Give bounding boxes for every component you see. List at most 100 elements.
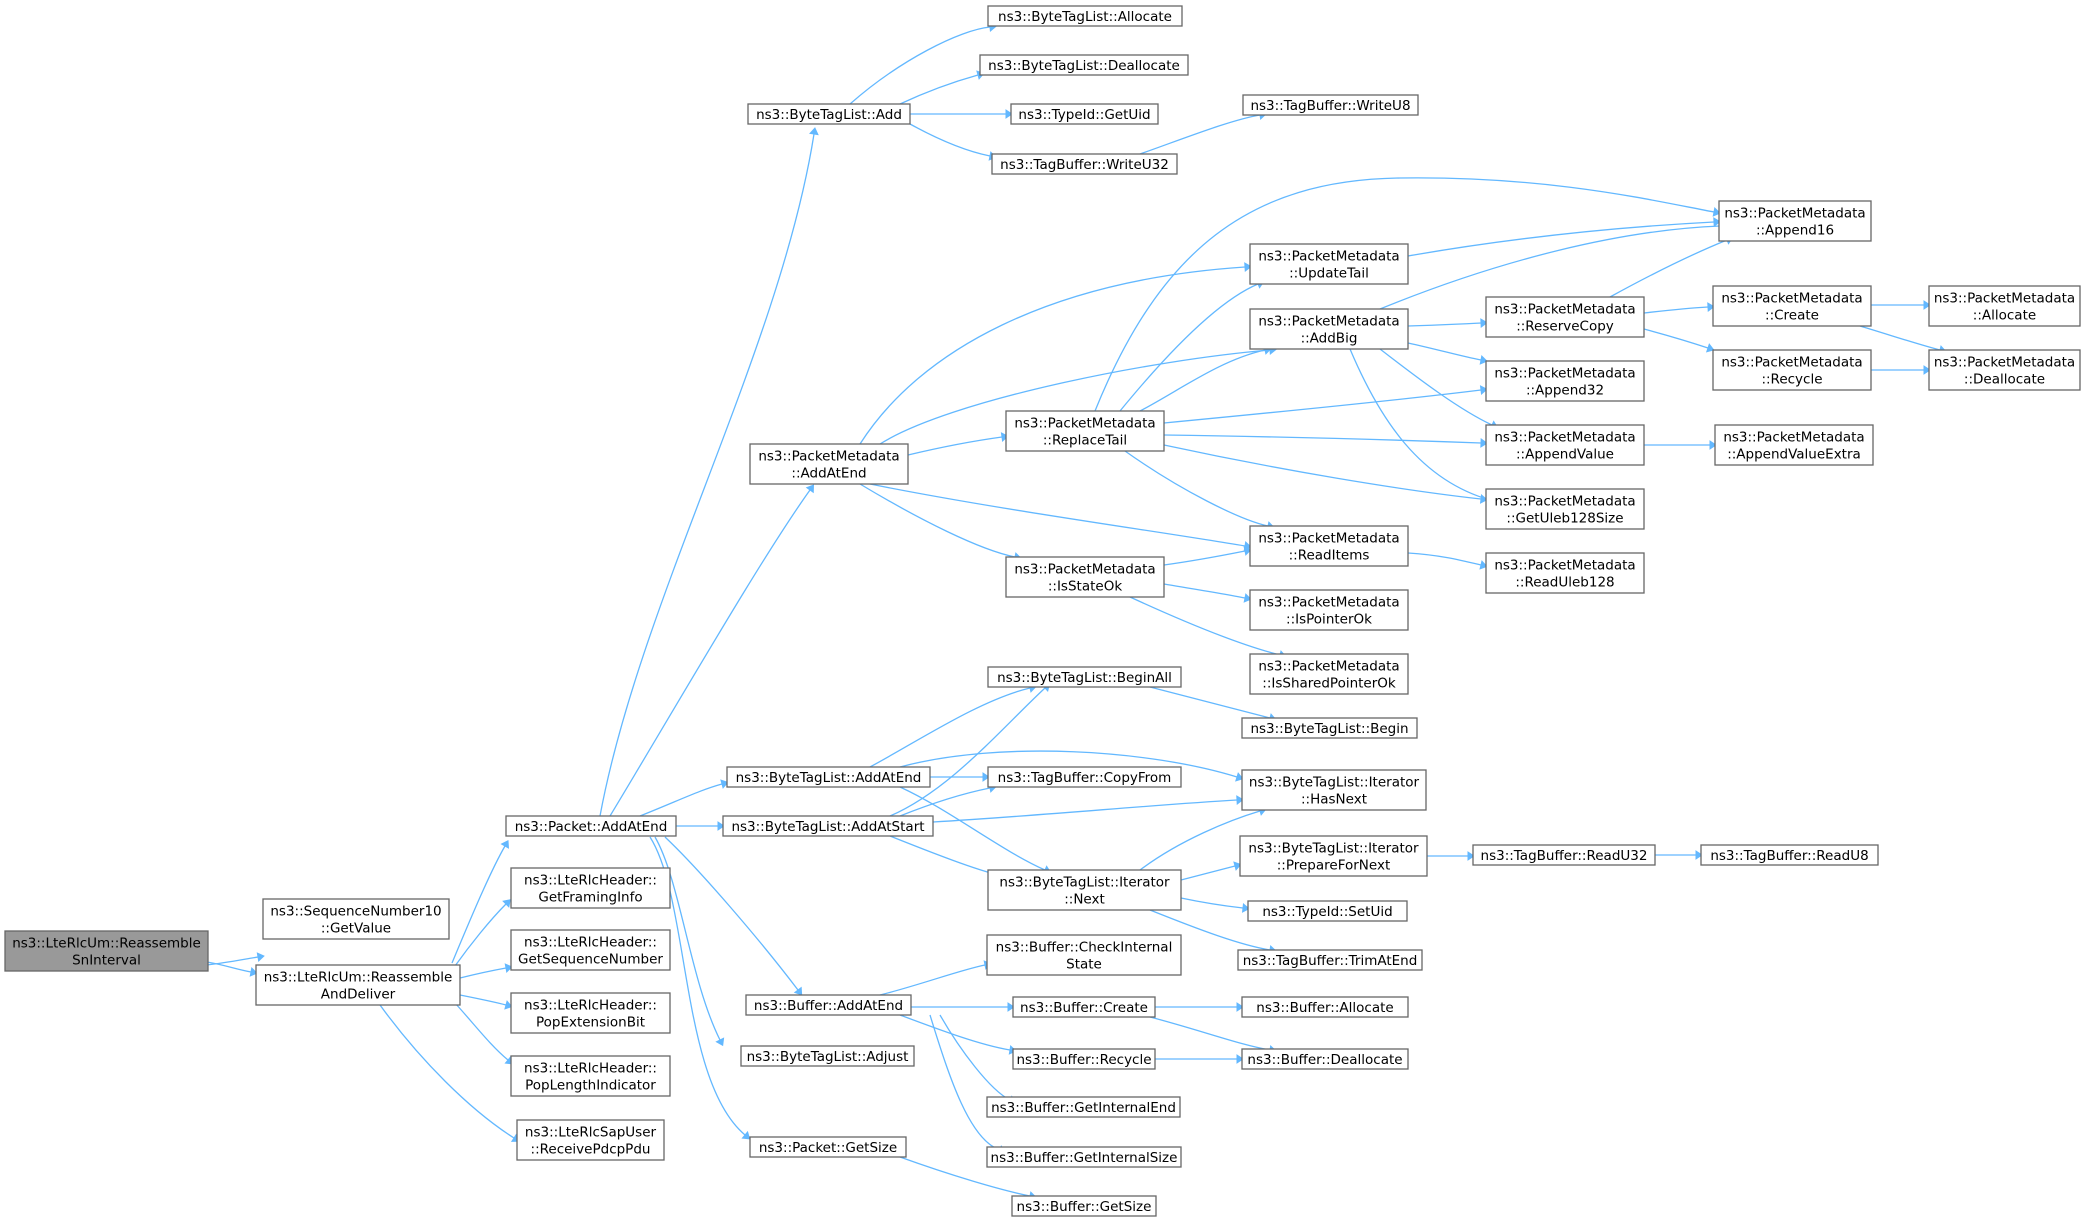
edge-line [654, 836, 721, 1041]
arrowhead-icon [504, 1000, 513, 1010]
node-label-line: ns3::ByteTagList::Iterator [1248, 841, 1419, 857]
node-label-line: ::HasNext [1301, 792, 1367, 808]
node-gfi[interactable]: ns3::LteRlcHeader::GetFramingInfo [510, 867, 671, 909]
node-seqget[interactable]: ns3::SequenceNumber10::GetValue [262, 898, 450, 940]
node-pmadd[interactable]: ns3::PacketMetadata::AddAtEnd [749, 443, 909, 485]
node-box [1005, 410, 1165, 452]
node-pma16[interactable]: ns3::PacketMetadata::Append16 [1718, 200, 1872, 242]
node-pmisstate[interactable]: ns3::PacketMetadata::IsStateOk [1005, 556, 1165, 598]
edge-line [1643, 328, 1709, 349]
node-label-line: ::ReserveCopy [1516, 319, 1614, 335]
edge-line [1163, 389, 1482, 424]
call-edge-pmaddbig-to-pma32 [1407, 342, 1488, 365]
node-label-line: ::Next [1064, 892, 1105, 908]
node-pmupd[interactable]: ns3::PacketMetadata::UpdateTail [1249, 243, 1409, 285]
node-box [745, 994, 912, 1016]
node-btlnext[interactable]: ns3::ByteTagList::Iterator::Next [987, 869, 1182, 911]
edge-line [1149, 909, 1271, 951]
node-tbw8[interactable]: ns3::TagBuffer::WriteU8 [1242, 94, 1419, 116]
node-btladd[interactable]: ns3::ByteTagList::Add [747, 103, 911, 125]
node-box [1928, 285, 2081, 327]
node-btldealloc[interactable]: ns3::ByteTagList::Deallocate [979, 54, 1189, 76]
node-btlalloc[interactable]: ns3::ByteTagList::Allocate [987, 5, 1183, 27]
node-pma32[interactable]: ns3::PacketMetadata::Append32 [1485, 360, 1645, 402]
call-edge-rad-to-rpp [379, 1004, 520, 1142]
node-bufalloc[interactable]: ns3::Buffer::Allocate [1241, 996, 1409, 1018]
node-pktsize[interactable]: ns3::Packet::GetSize [749, 1136, 907, 1158]
node-tidsetuid[interactable]: ns3::TypeId::SetUid [1247, 900, 1408, 922]
node-bufgis[interactable]: ns3::Buffer::GetInternalSize [986, 1146, 1182, 1168]
node-btlbeginall[interactable]: ns3::ByteTagList::BeginAll [987, 666, 1182, 688]
node-bufdealloc[interactable]: ns3::Buffer::Deallocate [1241, 1048, 1409, 1070]
arrowhead-icon [1243, 546, 1252, 556]
node-pmalloc[interactable]: ns3::PacketMetadata::Allocate [1928, 285, 2081, 327]
call-edge-pmrepl-to-pmgul [1163, 444, 1488, 504]
node-btlhasnext[interactable]: ns3::ByteTagList::Iterator::HasNext [1241, 769, 1427, 811]
node-tbtrim[interactable]: ns3::TagBuffer::TrimAtEnd [1237, 949, 1423, 971]
node-pmreaditems[interactable]: ns3::PacketMetadata::ReadItems [1249, 525, 1409, 567]
node-label-line: ns3::LteRlcUm::Reassemble [12, 936, 201, 952]
node-box [986, 934, 1182, 976]
node-label-line: ns3::PacketMetadata [1494, 366, 1635, 382]
node-box [1242, 94, 1419, 116]
node-pmisshared[interactable]: ns3::PacketMetadata::IsSharedPointerOk [1249, 653, 1409, 695]
node-rpp[interactable]: ns3::LteRlcSapUser::ReceivePdcpPdu [516, 1119, 665, 1161]
node-box [1472, 844, 1656, 866]
node-label-line: ns3::LteRlcHeader:: [524, 1061, 657, 1077]
node-pli[interactable]: ns3::LteRlcHeader::PopLengthIndicator [510, 1055, 671, 1097]
node-box [979, 54, 1189, 76]
node-btlprep[interactable]: ns3::ByteTagList::Iterator::PrepareForNe… [1239, 835, 1428, 877]
node-tbcopy[interactable]: ns3::TagBuffer::CopyFrom [987, 766, 1182, 788]
node-peb[interactable]: ns3::LteRlcHeader::PopExtensionBit [510, 992, 671, 1034]
node-label-line: ns3::PacketMetadata [1258, 531, 1399, 547]
node-tbr32[interactable]: ns3::TagBuffer::ReadU32 [1472, 844, 1656, 866]
node-pmrepl[interactable]: ns3::PacketMetadata::ReplaceTail [1005, 410, 1165, 452]
node-pmav[interactable]: ns3::PacketMetadata::AppendValue [1485, 424, 1645, 466]
node-box [516, 1119, 665, 1161]
node-btladj[interactable]: ns3::ByteTagList::Adjust [740, 1045, 915, 1067]
node-pmrecycle[interactable]: ns3::PacketMetadata::Recycle [1712, 349, 1872, 391]
call-edge-pmupd-to-pma16 [1407, 217, 1721, 257]
node-pmrul[interactable]: ns3::PacketMetadata::ReadUleb128 [1485, 552, 1645, 594]
call-edge-btladd-to-btlalloc [849, 22, 997, 105]
node-bufadd[interactable]: ns3::Buffer::AddAtEnd [745, 994, 912, 1016]
call-edge-bufadd-to-bufgie [939, 1014, 1017, 1105]
node-bufgetsize[interactable]: ns3::Buffer::GetSize [1011, 1195, 1157, 1217]
node-label-line: ns3::ByteTagList::AddAtEnd [736, 770, 922, 786]
node-btlaae[interactable]: ns3::ByteTagList::AddAtEnd [726, 766, 931, 788]
call-edge-pktadd-to-btlaas [675, 821, 725, 831]
node-box [1928, 349, 2081, 391]
node-bufcreate[interactable]: ns3::Buffer::Create [1012, 996, 1156, 1018]
node-btlaas[interactable]: ns3::ByteTagList::AddAtStart [722, 815, 934, 837]
node-pmgul[interactable]: ns3::PacketMetadata::GetUleb128Size [1485, 488, 1645, 530]
node-tbr8[interactable]: ns3::TagBuffer::ReadU8 [1700, 844, 1879, 866]
node-bufrecycle[interactable]: ns3::Buffer::Recycle [1012, 1048, 1156, 1070]
node-box [1241, 717, 1418, 739]
edge-line [1349, 348, 1491, 501]
edge-line [1129, 596, 1281, 656]
node-pmaddbig[interactable]: ns3::PacketMetadata::AddBig [1249, 308, 1409, 350]
call-edge-tbw32-to-tbw8 [1139, 110, 1267, 155]
node-label-line: ns3::TypeId::SetUid [1262, 904, 1392, 920]
node-pmcreate[interactable]: ns3::PacketMetadata::Create [1712, 285, 1872, 327]
node-label-line: ns3::PacketMetadata [1934, 355, 2075, 371]
node-gsn[interactable]: ns3::LteRlcHeader::GetSequenceNumber [510, 929, 671, 971]
node-pmisptr[interactable]: ns3::PacketMetadata::IsPointerOk [1249, 589, 1409, 631]
node-pmdealloc[interactable]: ns3::PacketMetadata::Deallocate [1928, 349, 2081, 391]
node-pmres[interactable]: ns3::PacketMetadata::ReserveCopy [1485, 296, 1645, 338]
node-pktadd[interactable]: ns3::Packet::AddAtEnd [505, 815, 677, 837]
arrowhead-icon [1244, 262, 1252, 272]
node-box [749, 443, 909, 485]
edge-line [1094, 177, 1715, 412]
node-bufgie[interactable]: ns3::Buffer::GetInternalEnd [986, 1096, 1181, 1118]
node-pmave[interactable]: ns3::PacketMetadata::AppendValueExtra [1714, 424, 1874, 466]
node-tidgetuid[interactable]: ns3::TypeId::GetUid [1010, 103, 1159, 125]
node-box [1005, 556, 1165, 598]
node-tbw32[interactable]: ns3::TagBuffer::WriteU32 [991, 153, 1178, 175]
node-btlbegin[interactable]: ns3::ByteTagList::Begin [1241, 717, 1418, 739]
arrowhead-icon [720, 779, 729, 789]
call-edge-rad-to-pli [454, 1002, 514, 1065]
